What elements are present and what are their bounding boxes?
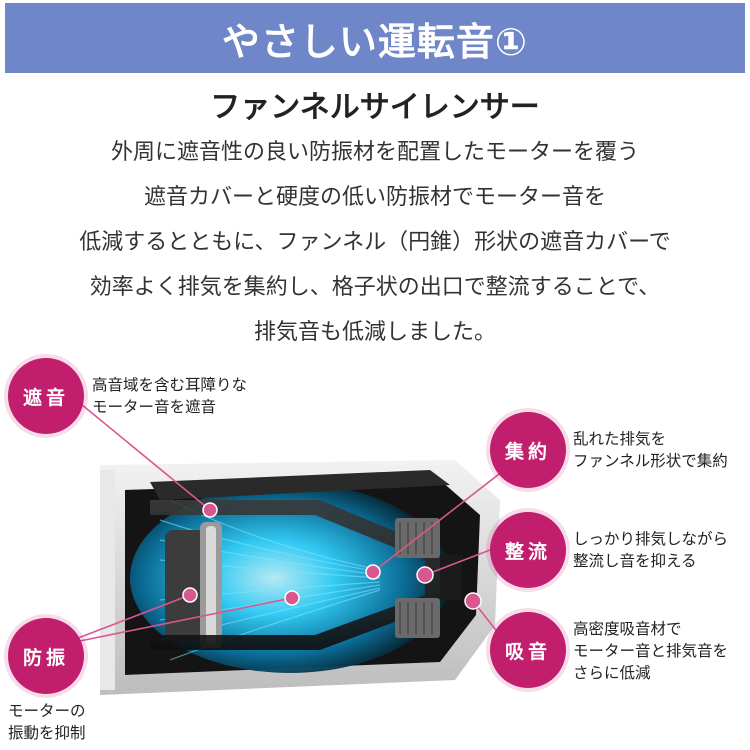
- label-shaon: 高音域を含む耳障りな モーター音を遮音: [92, 376, 248, 416]
- motor-cutaway-illustration: [59, 394, 531, 695]
- description-line: 排気音も低減しました。: [253, 320, 496, 345]
- badge-shuyaku: 集約: [490, 412, 566, 488]
- marker-kyuon: [464, 592, 482, 610]
- marker-seiryu: [416, 566, 434, 584]
- marker-boshin-mount: [284, 590, 300, 606]
- badge-shaon: 遮音: [8, 358, 84, 434]
- label-boshin: モーターの 振動を抑制: [8, 702, 86, 742]
- badge-boshin: 防振: [8, 618, 84, 694]
- description-line: 低減するとともに、ファンネル（円錐）形状の遮音カバーで: [79, 230, 671, 255]
- label-shuyaku: 乱れた排気を ファンネル形状で集約: [573, 430, 728, 470]
- section-subtitle: ファンネルサイレンサー: [210, 90, 540, 125]
- description: 外周に遮音性の良い防振材を配置したモーターを覆う 遮音カバーと硬度の低い防振材で…: [0, 130, 750, 355]
- marker-shaon: [202, 502, 218, 518]
- badge-seiryu: 整流: [490, 512, 566, 588]
- description-line: 外周に遮音性の良い防振材を配置したモーターを覆う: [110, 140, 639, 165]
- page-title: やさしい運転音①: [221, 19, 529, 64]
- marker-shuyaku: [365, 564, 381, 580]
- description-line: 効率よく排気を集約し、格子状の出口で整流することで、: [89, 275, 661, 300]
- label-seiryu: しっかり排気しながら 整流し音を抑える: [573, 530, 729, 570]
- label-kyuon: 高密度吸音材で モーター音と排気音を さらに低減: [573, 620, 729, 682]
- marker-boshin-motor: [182, 587, 198, 603]
- title-banner: やさしい運転音①: [5, 3, 745, 73]
- badge-kyuon: 吸音: [490, 612, 566, 688]
- description-line: 遮音カバーと硬度の低い防振材でモーター音を: [143, 185, 606, 210]
- silencer-diagram: 遮音 集約 整流 防振 吸音 高音域を含む耳障りな モーター音を遮音 乱れた排気…: [0, 350, 750, 750]
